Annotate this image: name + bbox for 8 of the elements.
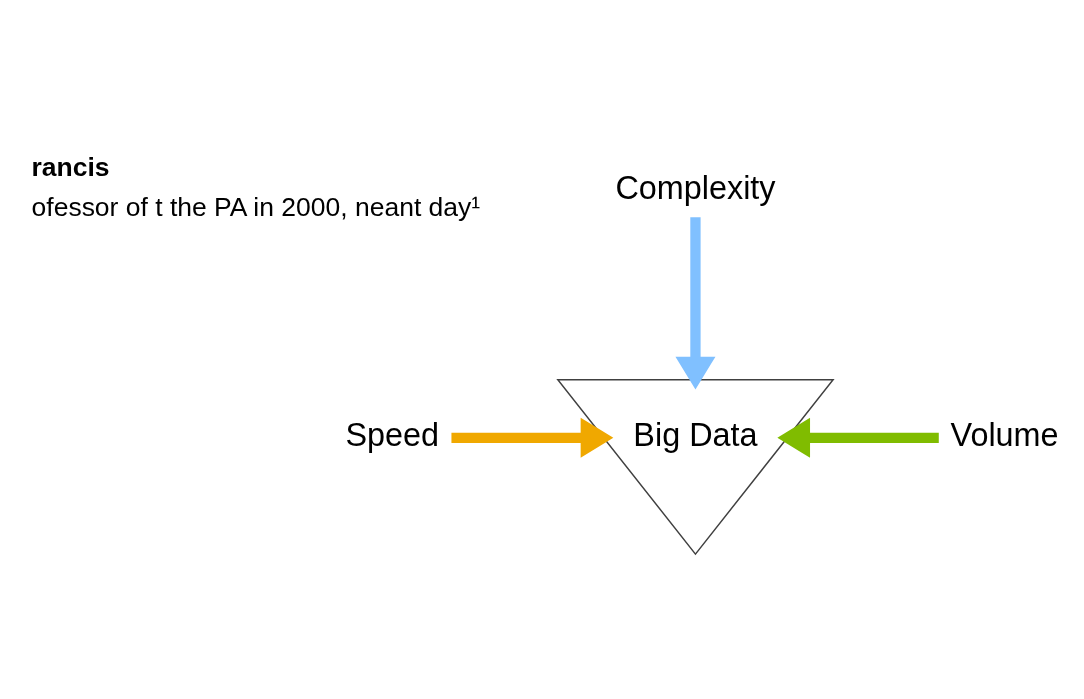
label: rancis bbox=[31, 152, 110, 183]
node-text: Volume bbox=[950, 417, 1059, 454]
arrow bbox=[777, 417, 939, 458]
arrow bbox=[675, 217, 716, 390]
node-text: Speed bbox=[345, 417, 440, 454]
node-text: Complexity bbox=[615, 169, 776, 206]
arrow bbox=[451, 417, 614, 458]
label: ofessor of t the PA in 2000, neant day¹ bbox=[31, 192, 481, 223]
